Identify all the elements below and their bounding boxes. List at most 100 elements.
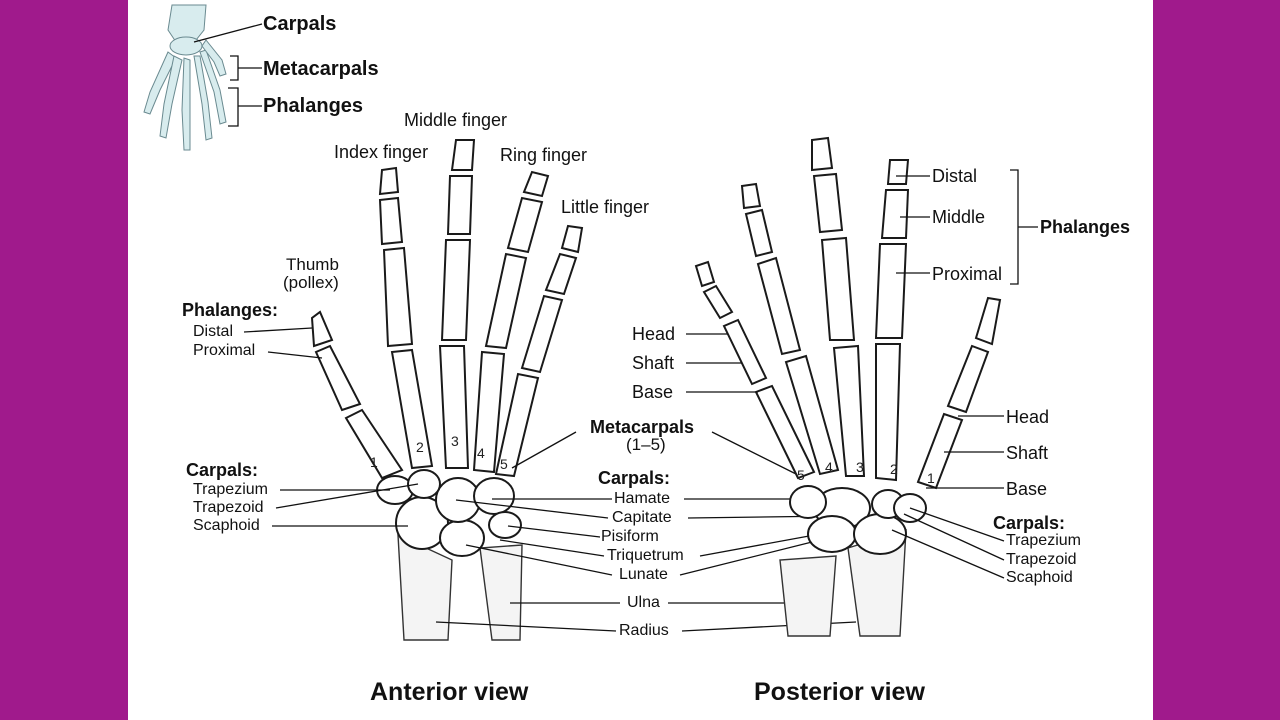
anterior-carpals-heading: Carpals: (186, 460, 259, 480)
anterior-radius-bone (397, 533, 453, 641)
anterior-index-metacarpal (390, 348, 434, 470)
posterior-hamate-bone (789, 485, 827, 519)
posterior-left-shaft-label: Shaft (632, 353, 675, 373)
anterior-middle-middle-phalanx (446, 175, 474, 235)
posterior-right-shaft-label: Shaft (1006, 443, 1049, 463)
anterior-index-proximal-phalanx (382, 246, 414, 348)
posterior-metacarpal-number: 1 (927, 470, 935, 486)
posterior-little-middle-phalanx (702, 284, 734, 320)
posterior-carpals-heading: Carpals: (993, 513, 1066, 533)
pisiform-label: Pisiform (601, 528, 659, 545)
anterior-ring-metacarpal (472, 350, 506, 474)
posterior-thumb-proximal-phalanx (946, 344, 990, 414)
capitate-label: Capitate (612, 509, 672, 526)
pollex-label: (pollex) (283, 273, 339, 292)
inset-phalanges-label: Phalanges (263, 95, 364, 117)
anterior-thumb-distal-phalanx (310, 310, 334, 348)
hamate-label: Hamate (614, 490, 671, 507)
anterior-metacarpal-number: 2 (416, 439, 424, 455)
index-finger-label: Index finger (334, 142, 429, 162)
posterior-thumb-distal-phalanx (974, 296, 1002, 346)
posterior-hand (694, 136, 1002, 637)
anterior-distal-label: Distal (193, 323, 234, 340)
middle-finger-label: Middle finger (404, 110, 508, 130)
posterior-triquetrum-bone (807, 515, 857, 553)
triquetrum-label: Triquetrum (607, 547, 684, 564)
posterior-left-head-label: Head (632, 324, 676, 344)
anterior-ring-proximal-phalanx (484, 252, 528, 350)
posterior-scaphoid-bone (853, 513, 907, 555)
inset-carpals-label: Carpals (263, 13, 337, 35)
inset-phalanges-bracket (228, 87, 262, 127)
anterior-trapezoid-bone (407, 469, 441, 499)
posterior-trapezoid-label: Trapezoid (1006, 551, 1077, 568)
anterior-pisiform-bone (488, 511, 522, 539)
radius-label: Radius (619, 622, 669, 639)
anterior-trapezoid-label: Trapezoid (193, 499, 264, 516)
anterior-middle-distal-phalanx (450, 139, 476, 171)
anterior-view-title: Anterior view (370, 678, 529, 706)
posterior-ulna-bone (779, 555, 837, 637)
anterior-scaphoid-label: Scaphoid (193, 517, 260, 534)
anterior-metacarpal-number: 5 (500, 456, 508, 472)
posterior-ring-distal-phalanx (740, 182, 762, 210)
posterior-metacarpal-number: 2 (890, 461, 898, 477)
posterior-ring-proximal-phalanx (756, 256, 802, 356)
lunate-label: Lunate (619, 566, 668, 583)
posterior-left-base-label: Base (632, 382, 674, 402)
anterior-proximal-label: Proximal (193, 342, 256, 359)
posterior-ring-metacarpal (784, 354, 840, 476)
anterior-metacarpal-number: 1 (370, 454, 378, 470)
posterior-phalanges-label: Phalanges (1040, 217, 1131, 237)
posterior-little-proximal-phalanx (722, 318, 768, 386)
anterior-index-distal-phalanx (378, 166, 400, 196)
anterior-thumb-metacarpal (344, 408, 404, 480)
anterior-little-middle-phalanx (544, 252, 578, 296)
anterior-middle-metacarpal (438, 345, 470, 469)
posterior-middle-label: Middle (932, 207, 986, 227)
anterior-metacarpal-number: 3 (451, 433, 459, 449)
anterior-hamate-bone (473, 477, 515, 515)
posterior-little-distal-phalanx (694, 260, 716, 288)
anterior-leader-lines (243, 327, 419, 527)
anterior-phalanges-heading: Phalanges: (182, 300, 279, 320)
thumb-label: Thumb (286, 255, 339, 274)
ulna-label: Ulna (627, 594, 660, 611)
posterior-right-base-label: Base (1006, 479, 1048, 499)
posterior-metacarpal-number: 5 (797, 467, 805, 483)
metacarpals-range-label: (1–5) (626, 435, 666, 454)
anterior-hand (310, 139, 584, 641)
posterior-thumb-metacarpal (916, 412, 964, 490)
posterior-leader-lines (686, 169, 1038, 579)
inset-hand-drawing (143, 4, 227, 151)
inset-metacarpals-bracket (230, 55, 262, 81)
ring-finger-label: Ring finger (500, 145, 588, 165)
posterior-index-proximal-phalanx (874, 243, 908, 339)
posterior-proximal-label: Proximal (932, 264, 1003, 284)
metacarpals-center-label: Metacarpals (590, 417, 695, 437)
posterior-right-head-label: Head (1006, 407, 1050, 427)
posterior-metacarpal-number: 3 (856, 459, 864, 475)
posterior-middle-middle-phalanx (812, 172, 844, 234)
anterior-little-distal-phalanx (560, 224, 584, 254)
anterior-index-middle-phalanx (378, 196, 404, 246)
anterior-middle-proximal-phalanx (440, 239, 472, 341)
anterior-ring-distal-phalanx (522, 170, 550, 198)
anterior-little-metacarpal (494, 372, 540, 478)
posterior-scaphoid-label: Scaphoid (1006, 569, 1073, 586)
anterior-little-proximal-phalanx (520, 294, 564, 374)
posterior-middle-proximal-phalanx (820, 236, 856, 341)
posterior-index-metacarpal (875, 343, 902, 482)
posterior-metacarpal-number: 4 (825, 459, 833, 475)
anterior-thumb-proximal-phalanx (314, 344, 362, 412)
posterior-distal-label: Distal (932, 166, 978, 186)
anterior-ulna-bone (479, 544, 523, 641)
posterior-view-title: Posterior view (754, 678, 925, 706)
posterior-index-middle-phalanx (880, 189, 910, 239)
inset-carpals-leader (193, 23, 263, 43)
posterior-little-metacarpal (754, 384, 816, 480)
anterior-ring-middle-phalanx (506, 196, 544, 254)
posterior-middle-metacarpal (832, 344, 866, 477)
